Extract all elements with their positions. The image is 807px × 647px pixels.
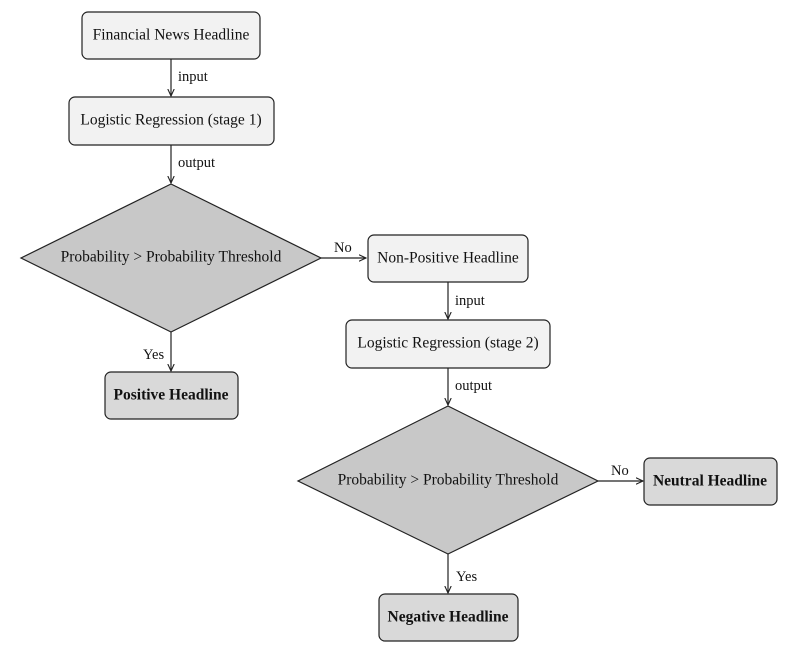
edge-label-no-2: No (611, 463, 629, 479)
node-neutral-headline: Neutral Headline (643, 457, 778, 506)
node-positive-headline: Positive Headline (104, 371, 239, 420)
node-logistic-regression-stage-2: Logistic Regression (stage 2) (345, 319, 551, 369)
edge-label-no-1: No (334, 240, 352, 256)
decision-probability-threshold-2-label: Probability > Probability Threshold (338, 472, 559, 489)
node-logistic-regression-stage-2-label: Logistic Regression (stage 2) (357, 335, 538, 352)
edge-label-output-2: output (455, 378, 492, 394)
edge-label-input-1: input (178, 69, 208, 85)
edge-label-yes-2: Yes (456, 569, 477, 585)
node-financial-news-headline-label: Financial News Headline (93, 27, 250, 44)
node-positive-headline-label: Positive Headline (114, 387, 229, 404)
decision-probability-threshold-1-label: Probability > Probability Threshold (61, 249, 282, 266)
node-negative-headline-label: Negative Headline (388, 609, 509, 626)
node-logistic-regression-stage-1: Logistic Regression (stage 1) (68, 96, 275, 146)
decision-probability-threshold-1: Probability > Probability Threshold (19, 183, 323, 333)
node-financial-news-headline: Financial News Headline (81, 11, 261, 60)
edge-label-yes-1: Yes (143, 347, 164, 363)
node-non-positive-headline-label: Non-Positive Headline (377, 250, 519, 267)
node-neutral-headline-label: Neutral Headline (653, 473, 767, 490)
edge-label-input-2: input (455, 293, 485, 309)
decision-probability-threshold-2: Probability > Probability Threshold (296, 405, 600, 555)
node-negative-headline: Negative Headline (378, 593, 519, 642)
node-non-positive-headline: Non-Positive Headline (367, 234, 529, 283)
node-logistic-regression-stage-1-label: Logistic Regression (stage 1) (80, 112, 261, 129)
edge-label-output-1: output (178, 155, 215, 171)
